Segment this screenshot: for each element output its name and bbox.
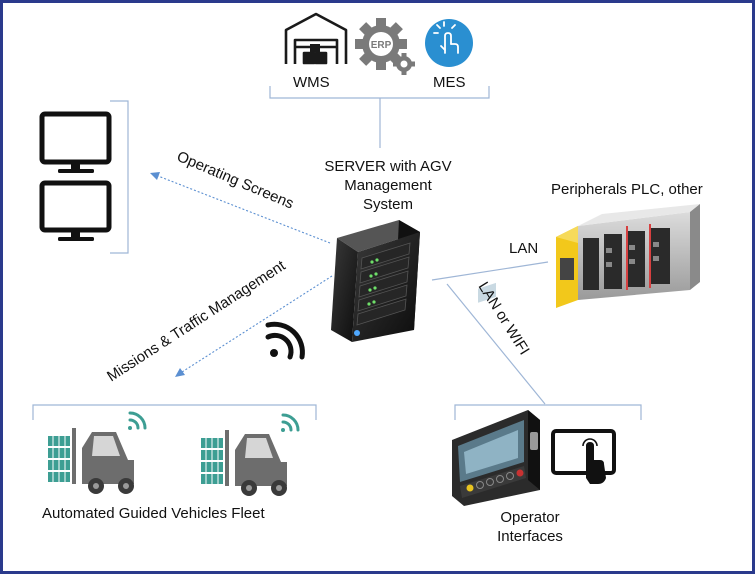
touch-tablet-icon [551, 429, 616, 484]
mes-label: MES [433, 74, 466, 91]
lan-line [431, 261, 549, 281]
link-to-screens [150, 172, 331, 244]
server-label-line1: SERVER with AGV [324, 158, 452, 175]
mes-icon [425, 19, 473, 67]
lan-wifi-line [446, 283, 546, 405]
link-to-fleet [175, 275, 333, 377]
forklift-agv-icon [48, 411, 147, 494]
screens-bracket [110, 100, 129, 254]
peripherals-label: Peripherals PLC, other [551, 181, 703, 198]
erp-badge: ERP [371, 40, 392, 51]
wifi-icon [265, 321, 305, 360]
monitor-icon [39, 180, 112, 241]
forklift-agv-icon [201, 413, 300, 496]
wms-label: WMS [293, 74, 330, 91]
server-label-line3: System [362, 195, 413, 213]
fleet-bracket [32, 404, 317, 420]
operator-bracket [454, 404, 642, 420]
server-icon [331, 220, 420, 342]
top-bracket [269, 86, 490, 148]
server-label: SERVER with AGV Management System [318, 158, 458, 214]
plc-icon [556, 204, 700, 308]
server-label-line2: Management [344, 176, 432, 194]
warehouse-icon [284, 12, 348, 65]
gear-icon [355, 18, 415, 75]
operator-label-line1: Operator [500, 509, 560, 526]
fleet-label: Automated Guided Vehicles Fleet [42, 505, 265, 522]
lan-label: LAN [509, 240, 539, 257]
operator-label: Operator Interfaces [470, 509, 590, 547]
operator-label-line2: Interfaces [497, 527, 563, 545]
industrial-panel-icon [452, 282, 540, 506]
monitor-icon [39, 111, 112, 173]
